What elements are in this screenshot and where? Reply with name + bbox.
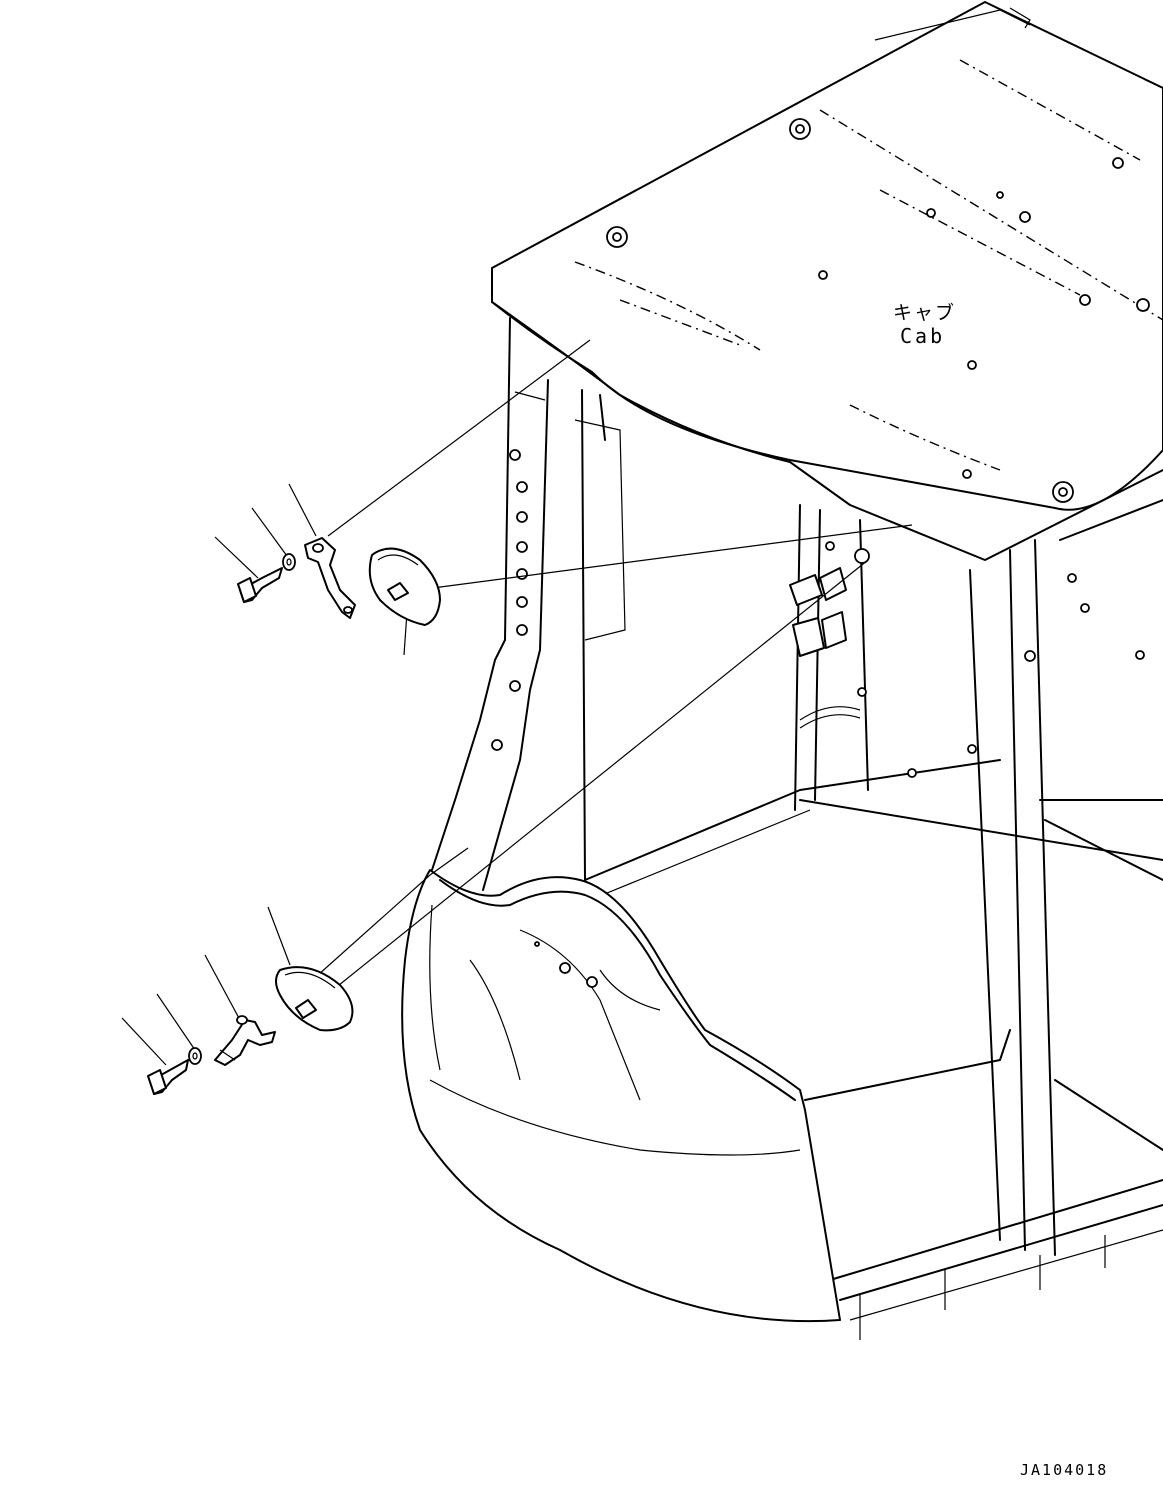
hose-fittings (789, 567, 861, 729)
bolt-icon (237, 567, 283, 603)
drawing-number: JA104018 (1020, 1461, 1109, 1479)
bracket-icon (214, 1015, 276, 1066)
washer-icon (282, 553, 296, 571)
mirror-icon (275, 966, 354, 1032)
bracket-icon (304, 537, 356, 619)
roof-bolt-heads (606, 118, 1150, 503)
lower-mirror-assembly (147, 966, 354, 1095)
washer-icon (188, 1047, 202, 1065)
cab-label-english: Cab (900, 324, 946, 348)
assembly-guide-lines (289, 339, 913, 1011)
bolt-icon (147, 1059, 189, 1095)
leader-lines (121, 483, 408, 1066)
front-shroud (401, 869, 841, 1323)
mirror-icon (368, 547, 441, 626)
pillar-holes (491, 449, 1145, 778)
cab-frame (431, 317, 1163, 1340)
upper-mirror-assembly (237, 537, 441, 626)
cab-roof (491, 1, 1163, 561)
cab-label-japanese: キャブ (893, 302, 957, 324)
